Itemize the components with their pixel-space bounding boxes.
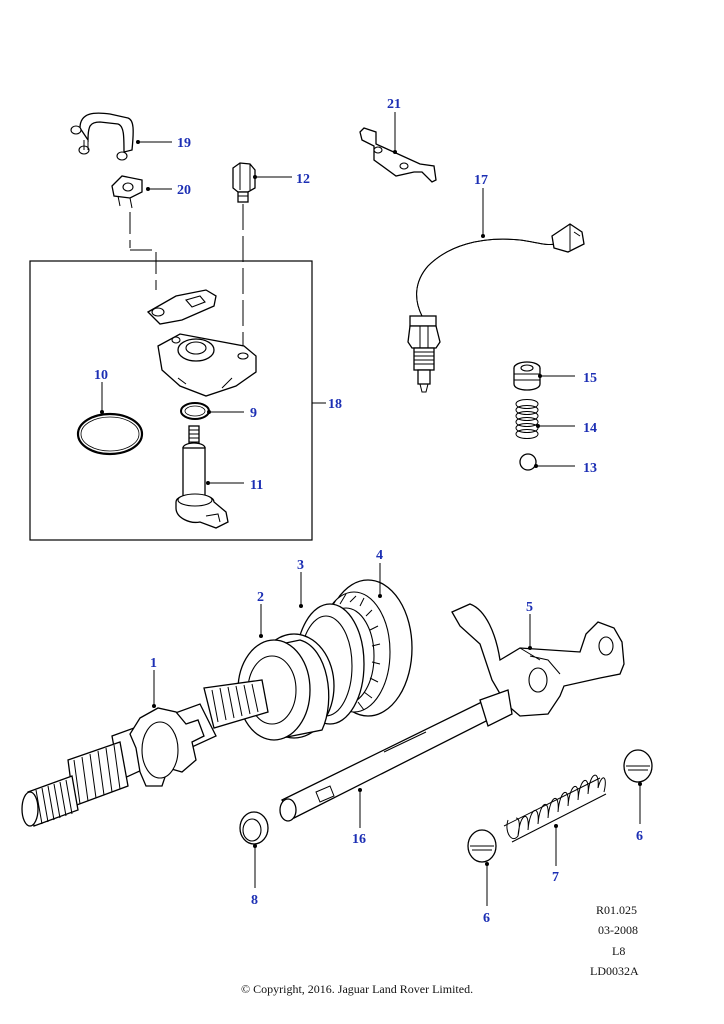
copyright-text: © Copyright, 2016. Jaguar Land Rover Lim… [241, 982, 473, 996]
callout-15: 15 [583, 371, 597, 386]
callout-21: 21 [387, 97, 401, 112]
part-6-circlip-b [623, 749, 653, 783]
part-5-fork [451, 603, 625, 717]
callout-20: 20 [177, 183, 191, 198]
part-20-clip [111, 175, 143, 209]
callout-19: 19 [177, 136, 191, 151]
part-21-bracket [359, 127, 437, 183]
selector-housing [157, 333, 257, 397]
callout-2: 2 [257, 590, 264, 605]
kit-18-box [29, 260, 313, 541]
part-12-bolt [232, 162, 256, 203]
callout-12: 12 [296, 172, 310, 187]
callout-18: 18 [328, 397, 342, 412]
part-15-plug [513, 361, 541, 391]
callout-13: 13 [583, 461, 597, 476]
part-16-rail [279, 689, 513, 822]
callout-10: 10 [94, 368, 108, 383]
part-10-seal-ring [76, 412, 144, 456]
ref-line-3: L8 [612, 944, 625, 958]
leader-lines [100, 112, 642, 906]
part-8-bush [239, 811, 269, 845]
callout-5: 5 [526, 600, 533, 615]
callout-6a: 6 [483, 911, 490, 926]
ref-line-1: R01.025 [596, 903, 637, 917]
bracket-plate [146, 289, 217, 325]
callout-3: 3 [297, 558, 304, 573]
callout-7: 7 [552, 870, 559, 885]
ref-line-4: LD0032A [590, 964, 639, 978]
callout-4: 4 [376, 548, 383, 563]
part-6-circlip-a [467, 829, 497, 863]
part-13-ball [519, 453, 537, 471]
callout-11: 11 [250, 478, 263, 493]
ref-line-2: 03-2008 [598, 923, 638, 937]
part-14-spring [515, 399, 539, 439]
callout-1: 1 [150, 656, 157, 671]
part-11-shaft [175, 425, 229, 529]
part-17-switch [407, 223, 585, 393]
callout-16: 16 [352, 832, 366, 847]
part-19-tube [70, 112, 134, 161]
callout-8: 8 [251, 893, 258, 908]
callout-17: 17 [474, 173, 488, 188]
part-1-shaft [21, 679, 269, 827]
callout-14: 14 [583, 421, 597, 436]
callout-6b: 6 [636, 829, 643, 844]
part-7-spring [503, 774, 607, 843]
callout-9: 9 [250, 406, 257, 421]
assembly-lines [129, 204, 244, 350]
